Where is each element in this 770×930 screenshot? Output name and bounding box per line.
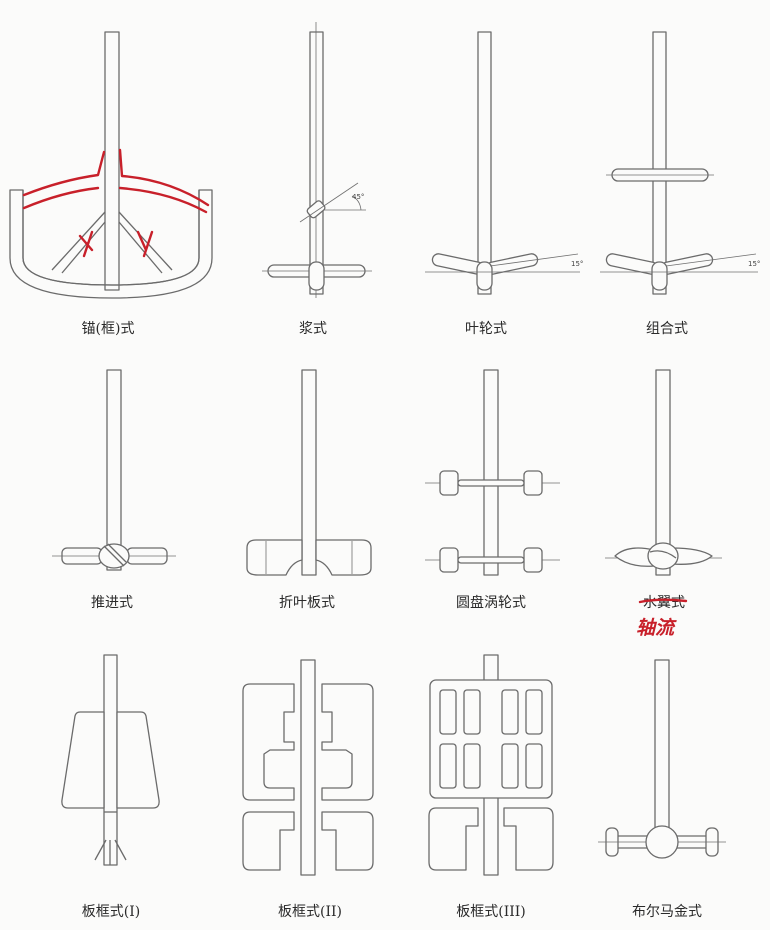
hydrofoil-shaft bbox=[655, 369, 671, 576]
propeller-label: 推进式 bbox=[91, 595, 133, 611]
disc-turbine-upper-blade-right bbox=[523, 470, 543, 496]
hydrofoil-hub bbox=[647, 542, 679, 570]
frame3-window-4 bbox=[525, 689, 543, 735]
combined-label: 组合式 bbox=[646, 321, 688, 337]
brumagin-agitator: 布尔马金式 bbox=[598, 659, 726, 920]
anchor-arm-right bbox=[118, 211, 173, 271]
combined-angle-line bbox=[665, 253, 757, 267]
folded-shaft bbox=[301, 369, 317, 576]
brumagin-hub bbox=[645, 825, 679, 859]
impeller-shaft bbox=[477, 31, 492, 295]
anchor-arm-left bbox=[51, 211, 106, 271]
frame2-shaft bbox=[300, 659, 316, 876]
frame-agitator-1: 板框式(I) bbox=[61, 654, 160, 920]
impeller-angle-label: 15° bbox=[571, 260, 583, 268]
impeller-label: 叶轮式 bbox=[465, 321, 507, 337]
hydrofoil-blade-right bbox=[671, 547, 713, 565]
frame3-lattice bbox=[429, 679, 553, 799]
impeller-agitator: 15° 叶轮式 bbox=[425, 31, 583, 337]
frame2-label: 板框式(II) bbox=[278, 904, 342, 920]
hydrofoil-handwritten-note: 轴流 bbox=[636, 617, 677, 639]
frame1-shaft bbox=[103, 654, 118, 866]
brumagin-shaft bbox=[654, 659, 670, 841]
frame3-window-2 bbox=[463, 689, 481, 735]
paddle-angle-line bbox=[299, 182, 359, 223]
hydrofoil-hub-curve bbox=[649, 550, 677, 559]
disc-turbine-lower-disc bbox=[457, 556, 525, 564]
frame3-lower-blade-right bbox=[503, 807, 554, 871]
paddle-shaft bbox=[309, 31, 324, 295]
folded-label: 折叶板式 bbox=[279, 595, 335, 611]
frame1-blade-left bbox=[61, 711, 105, 809]
frame1-label: 板框式(I) bbox=[82, 904, 140, 920]
frame2-lower-blade-right bbox=[321, 811, 374, 871]
combined-hub bbox=[651, 261, 668, 291]
frame2-lower-blade-left bbox=[242, 811, 295, 871]
propeller-shaft bbox=[106, 369, 122, 571]
combined-agitator: 15° 组合式 bbox=[600, 31, 760, 337]
combined-angle-label: 15° bbox=[748, 260, 760, 268]
frame1-blade-right bbox=[116, 711, 160, 809]
frame2-upper-frame bbox=[242, 683, 295, 801]
disc-turbine-label: 圆盘涡轮式 bbox=[456, 594, 526, 611]
hydrofoil-label: 水翼式 bbox=[643, 595, 685, 611]
frame1-tip bbox=[94, 839, 127, 865]
hydrofoil-agitator: 水翼式 轴流 bbox=[605, 369, 722, 639]
anchor-shaft bbox=[104, 31, 120, 291]
impeller-angle-line bbox=[489, 253, 579, 267]
folded-blade-left bbox=[246, 539, 303, 576]
paddle-label: 浆式 bbox=[299, 321, 327, 337]
frame2-upper-frame-right bbox=[321, 683, 374, 801]
frame3-window-6 bbox=[463, 743, 481, 789]
disc-turbine-upper-blade-left bbox=[439, 470, 459, 496]
hydrofoil-strikethrough bbox=[638, 598, 688, 604]
impeller-hub bbox=[476, 261, 493, 291]
paddle-tilted-blade bbox=[306, 200, 326, 219]
disc-turbine-agitator: 圆盘涡轮式 bbox=[425, 369, 560, 611]
brumagin-label: 布尔马金式 bbox=[632, 904, 702, 920]
propeller-agitator: 推进式 bbox=[52, 369, 176, 611]
propeller-hub-diagonal-2 bbox=[107, 543, 127, 563]
propeller-hub-diagonal bbox=[103, 545, 125, 567]
paddle-hub bbox=[308, 261, 325, 291]
disc-turbine-upper-disc bbox=[457, 479, 525, 487]
frame3-window-8 bbox=[525, 743, 543, 789]
paddle-angle-arc bbox=[351, 195, 362, 211]
anchor-arm-left-2 bbox=[61, 221, 106, 274]
anchor-frame-outer bbox=[9, 189, 213, 299]
disc-turbine-lower-blade-right bbox=[523, 547, 543, 573]
frame-agitator-3: 板框式(III) bbox=[428, 654, 554, 920]
disc-turbine-shaft bbox=[483, 369, 499, 576]
frame3-window-3 bbox=[501, 689, 519, 735]
frame3-window-5 bbox=[439, 743, 457, 789]
frame3-window-1 bbox=[439, 689, 457, 735]
anchor-label: 锚(框)式 bbox=[82, 321, 135, 337]
paddle-agitator: 45° 浆式 bbox=[262, 22, 372, 337]
anchor-red-sketch bbox=[22, 148, 210, 258]
frame3-label: 板框式(III) bbox=[456, 904, 526, 920]
combined-shaft bbox=[652, 31, 667, 295]
frame3-lower-blade-left bbox=[428, 807, 479, 871]
paddle-angle-label: 45° bbox=[352, 193, 364, 201]
disc-turbine-lower-blade-left bbox=[439, 547, 459, 573]
anchor-agitator: 锚(框)式 bbox=[9, 31, 213, 337]
frame3-window-7 bbox=[501, 743, 519, 789]
frame-agitator-2: 板框式(II) bbox=[242, 659, 374, 920]
anchor-frame-inner bbox=[22, 190, 200, 286]
folded-blade-agitator: 折叶板式 bbox=[246, 369, 372, 611]
anchor-arm-right-2 bbox=[118, 221, 163, 274]
folded-blade-right bbox=[315, 539, 372, 576]
